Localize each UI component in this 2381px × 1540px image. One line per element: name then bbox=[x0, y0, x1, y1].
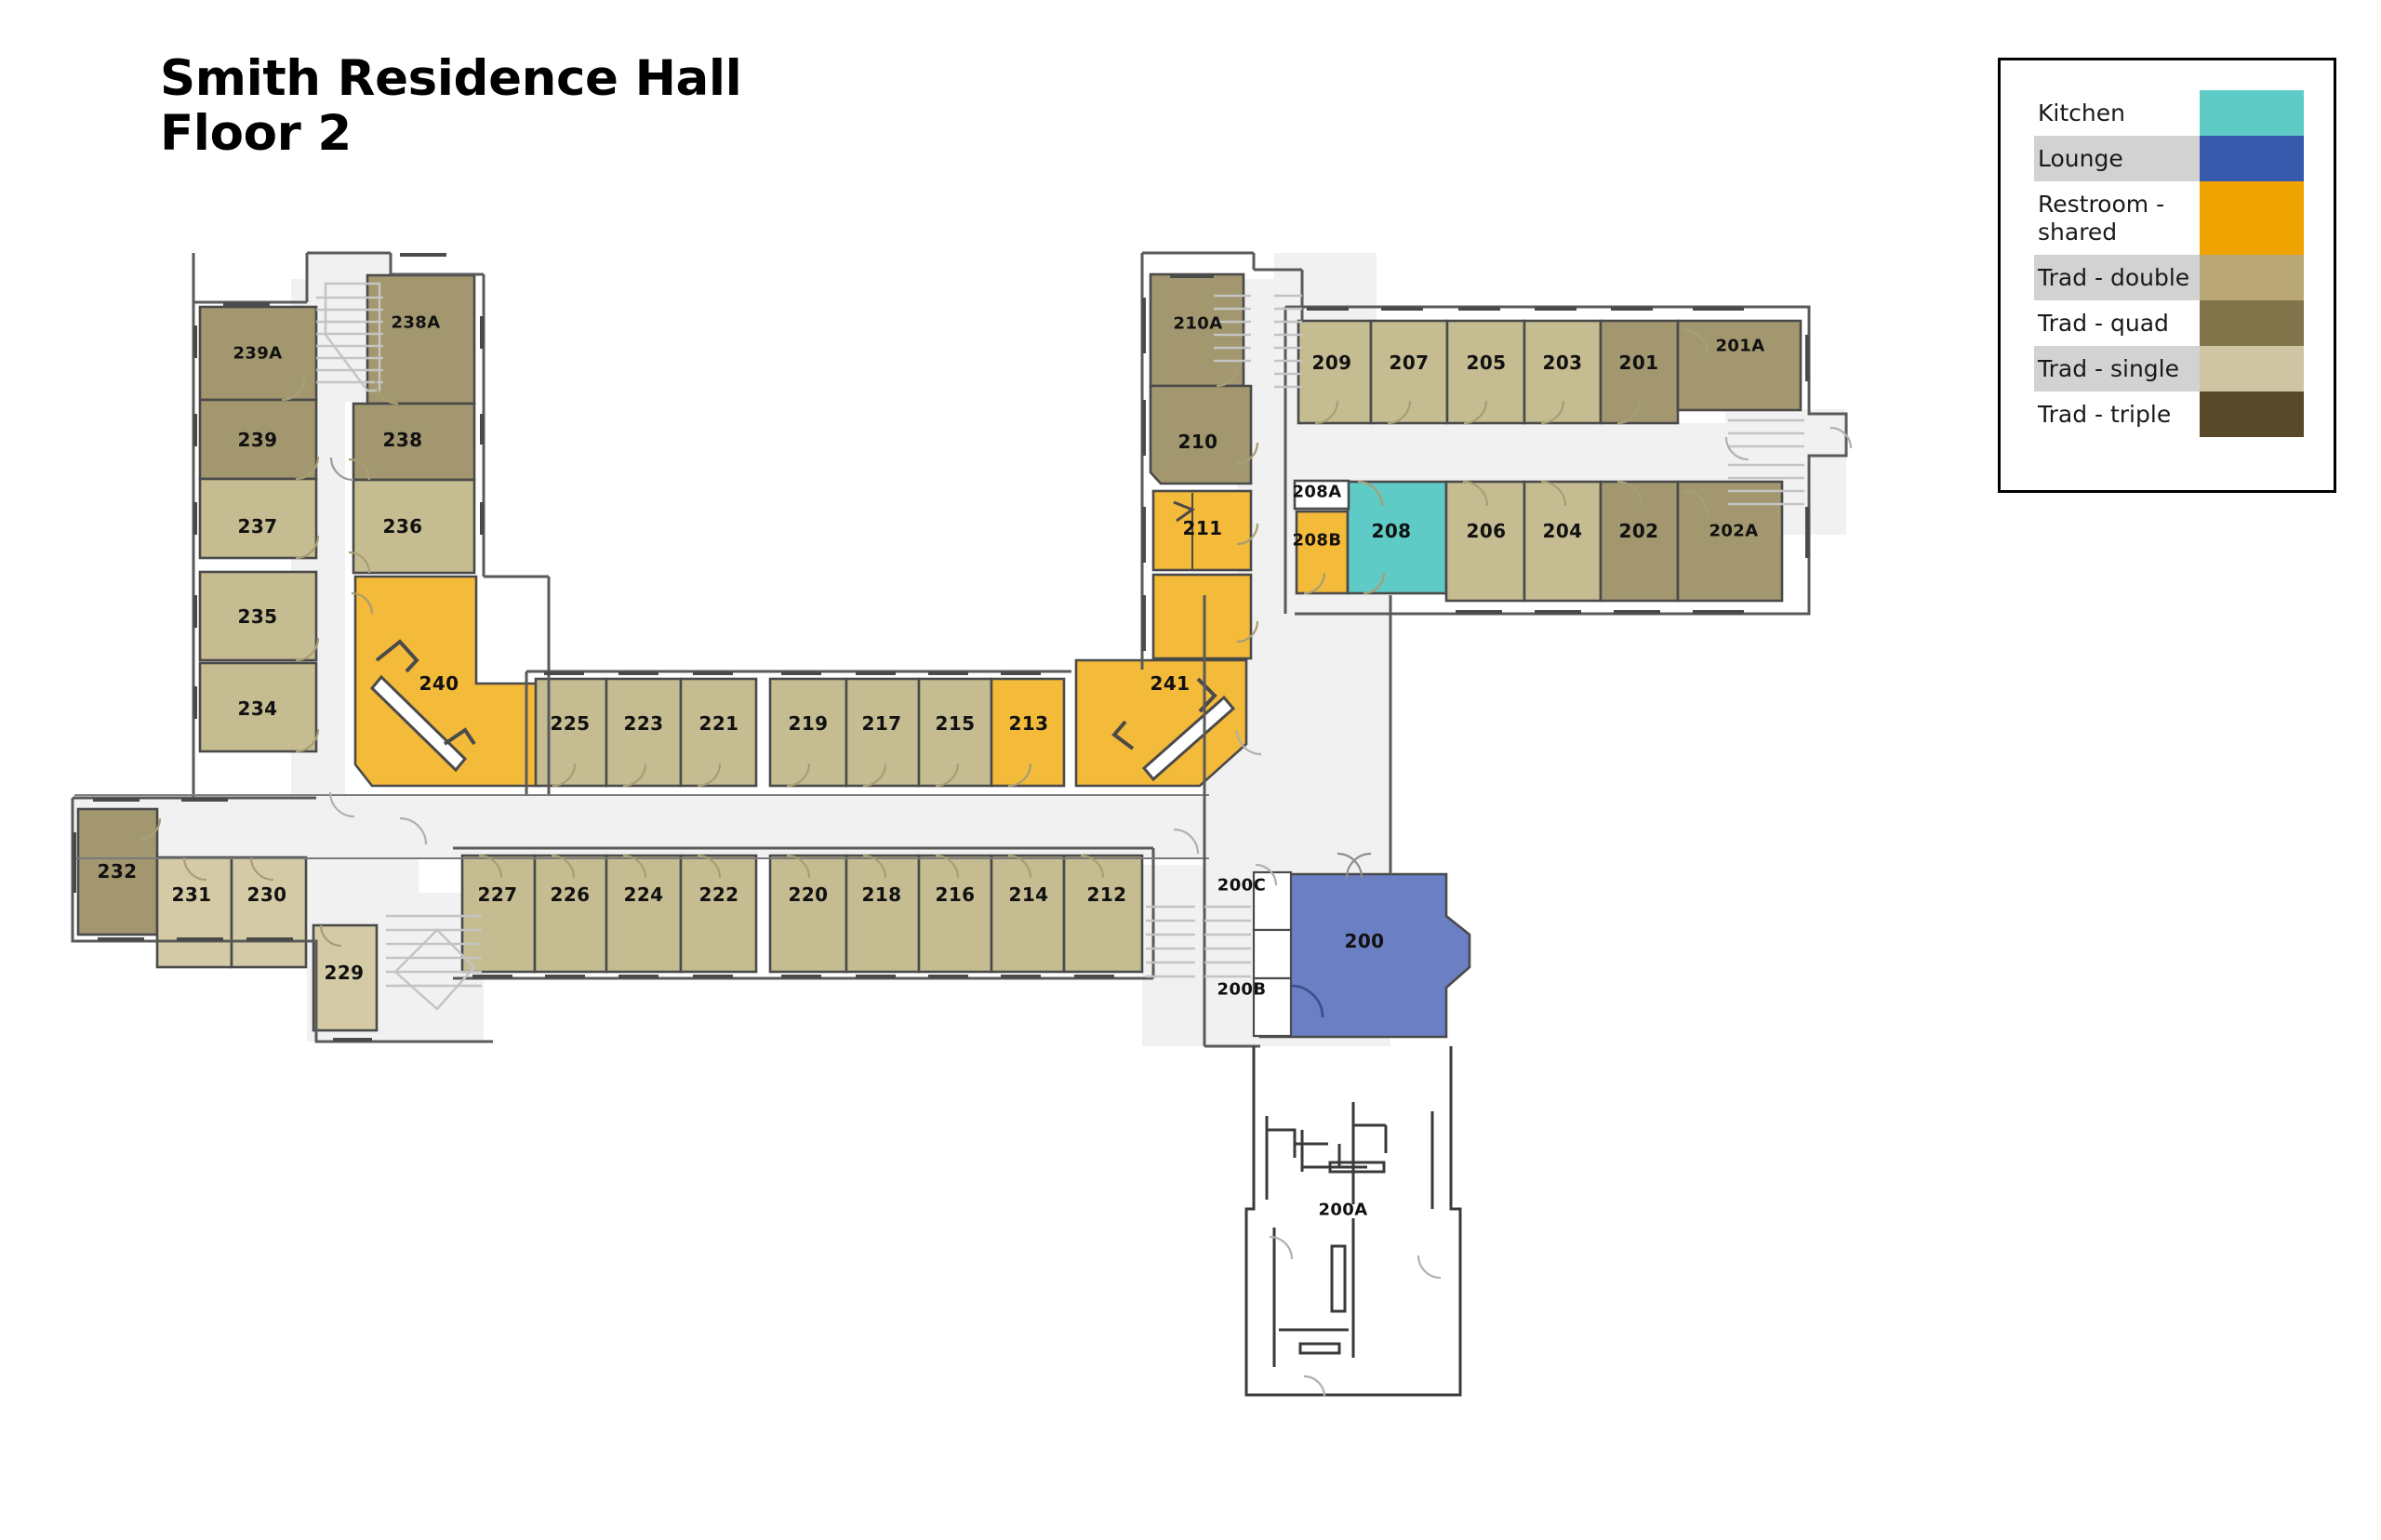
stair-northeast bbox=[1214, 294, 1302, 389]
closet-200B bbox=[1252, 976, 1293, 1038]
room-216 bbox=[917, 854, 993, 974]
room-210 bbox=[1149, 384, 1253, 485]
room-236 bbox=[352, 478, 476, 575]
room-211 bbox=[1151, 489, 1253, 572]
room-239 bbox=[198, 398, 318, 481]
legend-label: Kitchen bbox=[2038, 99, 2125, 126]
room-226 bbox=[533, 854, 608, 974]
window-marks bbox=[73, 253, 1809, 1042]
room-208A-box bbox=[1293, 479, 1350, 511]
room-238A bbox=[366, 273, 476, 405]
legend-swatch bbox=[2200, 392, 2304, 437]
legend-row-6: Trad - triple bbox=[2034, 392, 2304, 437]
legend-swatch bbox=[2200, 181, 2304, 255]
legend-swatch bbox=[2200, 300, 2304, 346]
legend-label: Restroom - shared bbox=[2038, 190, 2165, 246]
legend-row-4: Trad - quad bbox=[2034, 300, 2304, 346]
room-208B bbox=[1295, 510, 1350, 595]
legend-label: Trad - quad bbox=[2038, 309, 2169, 337]
legend-swatch bbox=[2200, 255, 2304, 300]
room-227 bbox=[460, 854, 537, 974]
legend-label: Trad - single bbox=[2034, 346, 2200, 392]
closet-200C bbox=[1252, 870, 1293, 932]
service-rooms bbox=[1267, 1123, 1388, 1355]
legend-swatch bbox=[2200, 136, 2304, 181]
room-211b bbox=[1151, 573, 1253, 660]
room-fills bbox=[76, 272, 1802, 1039]
legend-row-0: Kitchen bbox=[2034, 90, 2304, 136]
legend-label: Trad - double bbox=[2034, 255, 2200, 300]
page-title-line2: Floor 2 bbox=[160, 105, 352, 163]
room-223 bbox=[605, 677, 683, 788]
room-213 bbox=[990, 677, 1066, 788]
room-217 bbox=[845, 677, 921, 788]
legend-swatch bbox=[2200, 90, 2304, 136]
room-235 bbox=[198, 570, 318, 662]
door-swings bbox=[139, 328, 1853, 1398]
room-214 bbox=[990, 854, 1066, 974]
room-224 bbox=[605, 854, 683, 974]
room-209 bbox=[1297, 319, 1373, 425]
room-237 bbox=[198, 477, 318, 560]
closet-mid bbox=[1252, 928, 1293, 980]
room-222 bbox=[679, 854, 758, 974]
legend-row-1: Lounge bbox=[2034, 136, 2304, 181]
room-202 bbox=[1599, 480, 1680, 603]
stairs bbox=[316, 282, 1804, 1011]
stair-south bbox=[1146, 905, 1251, 978]
room-239A bbox=[198, 305, 318, 402]
room-201 bbox=[1599, 319, 1680, 425]
stair-southwest bbox=[386, 914, 482, 1011]
legend-row-3: Trad - double bbox=[2034, 255, 2304, 300]
room-238 bbox=[352, 402, 476, 482]
room-215 bbox=[917, 677, 993, 788]
room-200 bbox=[1258, 872, 1471, 1039]
page-title: Smith Residence Hall Floor 2 bbox=[160, 50, 742, 163]
legend-label: Trad - triple bbox=[2038, 400, 2172, 428]
room-208 bbox=[1346, 480, 1448, 595]
room-230 bbox=[230, 856, 308, 969]
room-232 bbox=[76, 807, 159, 936]
legend-label: Lounge bbox=[2034, 136, 2200, 181]
room-231 bbox=[155, 856, 233, 969]
room-207 bbox=[1369, 319, 1449, 425]
stair-west bbox=[316, 282, 383, 392]
room-218 bbox=[845, 854, 921, 974]
legend-row-5: Trad - single bbox=[2034, 346, 2304, 392]
room-229 bbox=[312, 923, 379, 1032]
room-202A bbox=[1676, 480, 1784, 603]
page-title-line1: Smith Residence Hall bbox=[160, 50, 742, 107]
room-201A bbox=[1676, 319, 1802, 412]
room-234 bbox=[198, 661, 318, 753]
room-204 bbox=[1523, 480, 1603, 603]
room-206 bbox=[1444, 480, 1526, 603]
legend-swatch bbox=[2200, 346, 2304, 392]
room-210A bbox=[1149, 272, 1245, 388]
room-225 bbox=[534, 677, 608, 788]
stair-east-wing bbox=[1728, 418, 1804, 506]
legend-row-2: Restroom - shared bbox=[2034, 181, 2304, 255]
